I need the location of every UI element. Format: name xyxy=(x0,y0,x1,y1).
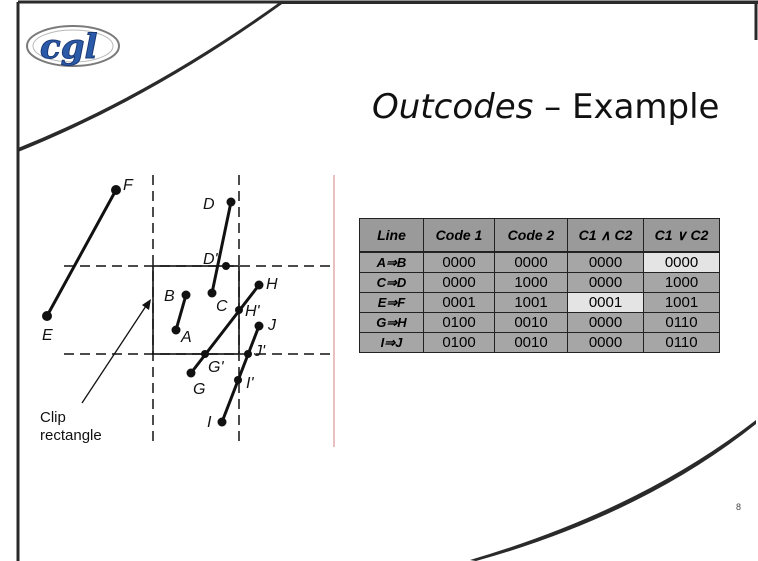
label-h-prime: H' xyxy=(245,303,261,320)
header-code1: Code 1 xyxy=(423,218,495,253)
cell-and: 0000 xyxy=(567,251,644,273)
svg-text:cgl: cgl xyxy=(40,27,97,67)
table-row: E⇒F 0001 1001 0001 1001 xyxy=(359,292,720,313)
label-d: D xyxy=(203,196,215,213)
cell-or: 1000 xyxy=(643,272,720,293)
header-code2: Code 2 xyxy=(494,218,568,253)
point-d xyxy=(226,197,236,207)
cell-line: I⇒J xyxy=(359,332,424,353)
point-i-prime xyxy=(234,376,242,384)
label-g-prime: G' xyxy=(208,359,224,376)
label-f: F xyxy=(123,177,134,194)
cell-or: 0000 xyxy=(643,251,720,273)
slide-title: Outcodes – Example xyxy=(372,80,752,134)
table-row: G⇒H 0100 0010 0000 0110 xyxy=(359,312,720,333)
frame-swoosh-bottom xyxy=(470,420,756,561)
frame-swoosh-top xyxy=(18,2,758,152)
label-b: B xyxy=(164,288,175,305)
cell-code2: 0010 xyxy=(494,312,568,333)
cell-line: G⇒H xyxy=(359,312,424,333)
clip-arrow-line xyxy=(81,305,147,404)
cell-or: 1001 xyxy=(643,292,720,313)
cell-code2: 0000 xyxy=(494,251,568,273)
outcode-table: Line Code 1 Code 2 C1 ∧ C2 C1 ∨ C2 A⇒B 0… xyxy=(359,218,720,353)
point-g-prime xyxy=(201,350,209,358)
label-g: G xyxy=(193,381,205,398)
title-italic: Outcodes xyxy=(372,87,534,127)
segment-gh xyxy=(189,283,261,375)
cell-and: 0000 xyxy=(567,272,644,293)
segment-ef xyxy=(45,188,118,318)
segment-ab xyxy=(174,293,188,332)
cell-line: E⇒F xyxy=(359,292,424,313)
label-c: C xyxy=(216,298,228,315)
cell-code2: 1000 xyxy=(494,272,568,293)
point-i xyxy=(217,417,227,427)
clipping-diagram: F E D D' B C A H H' J J' G' G I' I Clip … xyxy=(40,175,334,447)
point-e xyxy=(42,311,52,321)
clip-arrow-head xyxy=(142,299,151,310)
point-d-prime xyxy=(222,262,230,270)
cell-and: 0000 xyxy=(567,332,644,353)
label-e: E xyxy=(42,327,53,344)
clip-label-line1: Clip xyxy=(40,409,66,426)
point-c xyxy=(207,288,217,298)
segment-ij xyxy=(220,324,261,424)
cell-code1: 0100 xyxy=(423,312,495,333)
table-row: I⇒J 0100 0010 0000 0110 xyxy=(359,332,720,353)
cell-code1: 0100 xyxy=(423,332,495,353)
point-h xyxy=(254,280,264,290)
clip-label-line2: rectangle xyxy=(40,427,102,444)
cell-or: 0110 xyxy=(643,332,720,353)
point-g xyxy=(186,368,196,378)
point-j-prime xyxy=(244,350,252,358)
cell-code1: 0000 xyxy=(423,251,495,273)
header-and: C1 ∧ C2 xyxy=(567,218,644,253)
label-i-prime: I' xyxy=(246,375,254,392)
header-or: C1 ∨ C2 xyxy=(643,218,720,253)
cell-code2: 1001 xyxy=(494,292,568,313)
label-j: J xyxy=(267,317,277,334)
point-b xyxy=(181,290,191,300)
point-f xyxy=(111,185,121,195)
label-h: H xyxy=(266,276,278,293)
point-a xyxy=(171,325,181,335)
cell-code1: 0001 xyxy=(423,292,495,313)
header-line: Line xyxy=(359,218,424,253)
segment-cd xyxy=(210,200,233,295)
slide-number: 8 xyxy=(736,502,742,512)
label-i: I xyxy=(207,414,212,431)
cgl-logo: cgl xyxy=(26,25,120,68)
table-row: A⇒B 0000 0000 0000 0000 xyxy=(359,251,720,273)
point-j xyxy=(254,321,264,331)
label-a: A xyxy=(180,329,192,346)
title-rest: – Example xyxy=(533,87,720,127)
cell-line: C⇒D xyxy=(359,272,424,293)
cell-and: 0001 xyxy=(567,292,644,313)
cell-code2: 0010 xyxy=(494,332,568,353)
table-row: C⇒D 0000 1000 0000 1000 xyxy=(359,272,720,293)
label-d-prime: D' xyxy=(203,251,219,268)
point-h-prime xyxy=(235,306,243,314)
cell-or: 0110 xyxy=(643,312,720,333)
cell-line: A⇒B xyxy=(359,251,424,273)
table-header-row: Line Code 1 Code 2 C1 ∧ C2 C1 ∨ C2 xyxy=(359,218,720,253)
cell-and: 0000 xyxy=(567,312,644,333)
cell-code1: 0000 xyxy=(423,272,495,293)
label-j-prime: J' xyxy=(253,343,266,360)
